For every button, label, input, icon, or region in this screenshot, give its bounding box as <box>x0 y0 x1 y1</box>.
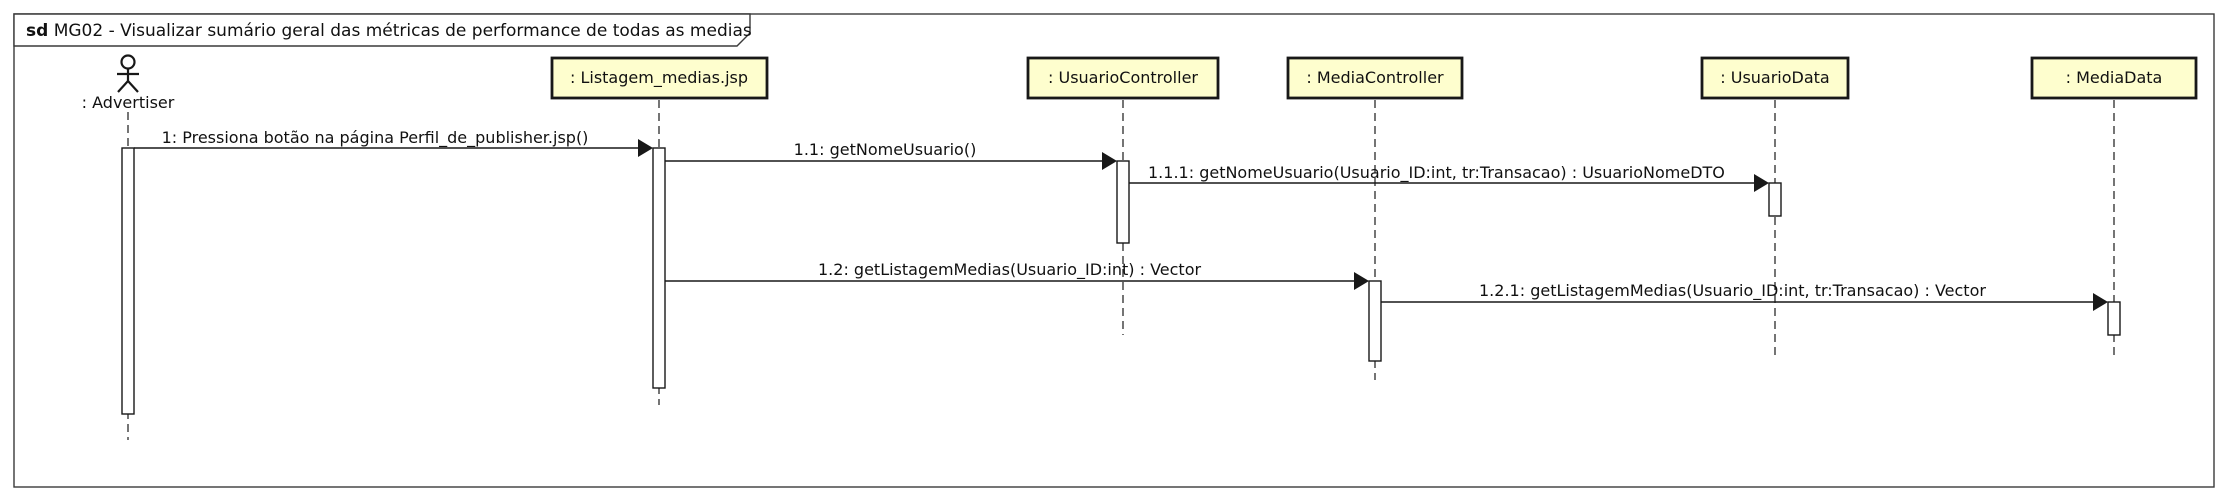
message-1: 1: Pressiona botão na página Perfil_de_p… <box>134 128 653 157</box>
activation-advertiser <box>121 147 135 415</box>
message-1-2: 1.2: getListagemMedias(Usuario_ID:int) :… <box>665 260 1369 290</box>
frame-title: sd MG02 - Visualizar sumário geral das m… <box>26 21 752 41</box>
participant-label: : MediaController <box>1306 68 1444 87</box>
participant-label: : UsuarioData <box>1720 68 1829 87</box>
participant-usuario-data: : UsuarioData <box>1700 56 1850 100</box>
activation-media-controller <box>1368 280 1382 362</box>
actor-advertiser: : Advertiser <box>82 54 175 112</box>
arrowhead-icon <box>1102 152 1117 170</box>
activation-listagem-medias <box>652 147 666 389</box>
stick-figure-icon <box>117 54 139 93</box>
actor-label: : Advertiser <box>82 93 175 112</box>
message-label: 1.1.1: getNomeUsuario(Usuario_ID:int, tr… <box>1148 163 1725 183</box>
message-label: 1: Pressiona botão na página Perfil_de_p… <box>162 128 589 148</box>
message-1-1-1: 1.1.1: getNomeUsuario(Usuario_ID:int, tr… <box>1129 163 1769 192</box>
participant-media-controller: : MediaController <box>1286 56 1464 100</box>
arrowhead-icon <box>1354 272 1369 290</box>
activation-media-data <box>2107 301 2121 336</box>
participant-media-data: : MediaData <box>2030 56 2198 100</box>
activation-usuario-controller <box>1116 160 1130 244</box>
message-1-2-1: 1.2.1: getListagemMedias(Usuario_ID:int,… <box>1381 281 2108 311</box>
participant-label: : UsuarioController <box>1048 68 1198 87</box>
frame-title-tab <box>13 13 751 47</box>
message-label: 1.1: getNomeUsuario() <box>794 140 977 159</box>
arrowhead-icon <box>2093 293 2108 311</box>
message-label: 1.2.1: getListagemMedias(Usuario_ID:int,… <box>1479 281 1986 301</box>
participant-usuario-controller: : UsuarioController <box>1026 56 1220 100</box>
participant-listagem-medias: : Listagem_medias.jsp <box>550 56 769 100</box>
activation-usuario-data <box>1768 182 1782 217</box>
participant-label: : MediaData <box>2066 68 2163 87</box>
frame-title-text: MG02 - Visualizar sumário geral das métr… <box>54 21 752 41</box>
message-label: 1.2: getListagemMedias(Usuario_ID:int) :… <box>818 260 1201 280</box>
message-1-1: 1.1: getNomeUsuario() <box>665 140 1117 170</box>
arrowhead-icon <box>1754 174 1769 192</box>
frame-title-keyword: sd <box>26 21 48 41</box>
participant-label: : Listagem_medias.jsp <box>570 68 748 88</box>
arrowhead-icon <box>638 139 653 157</box>
